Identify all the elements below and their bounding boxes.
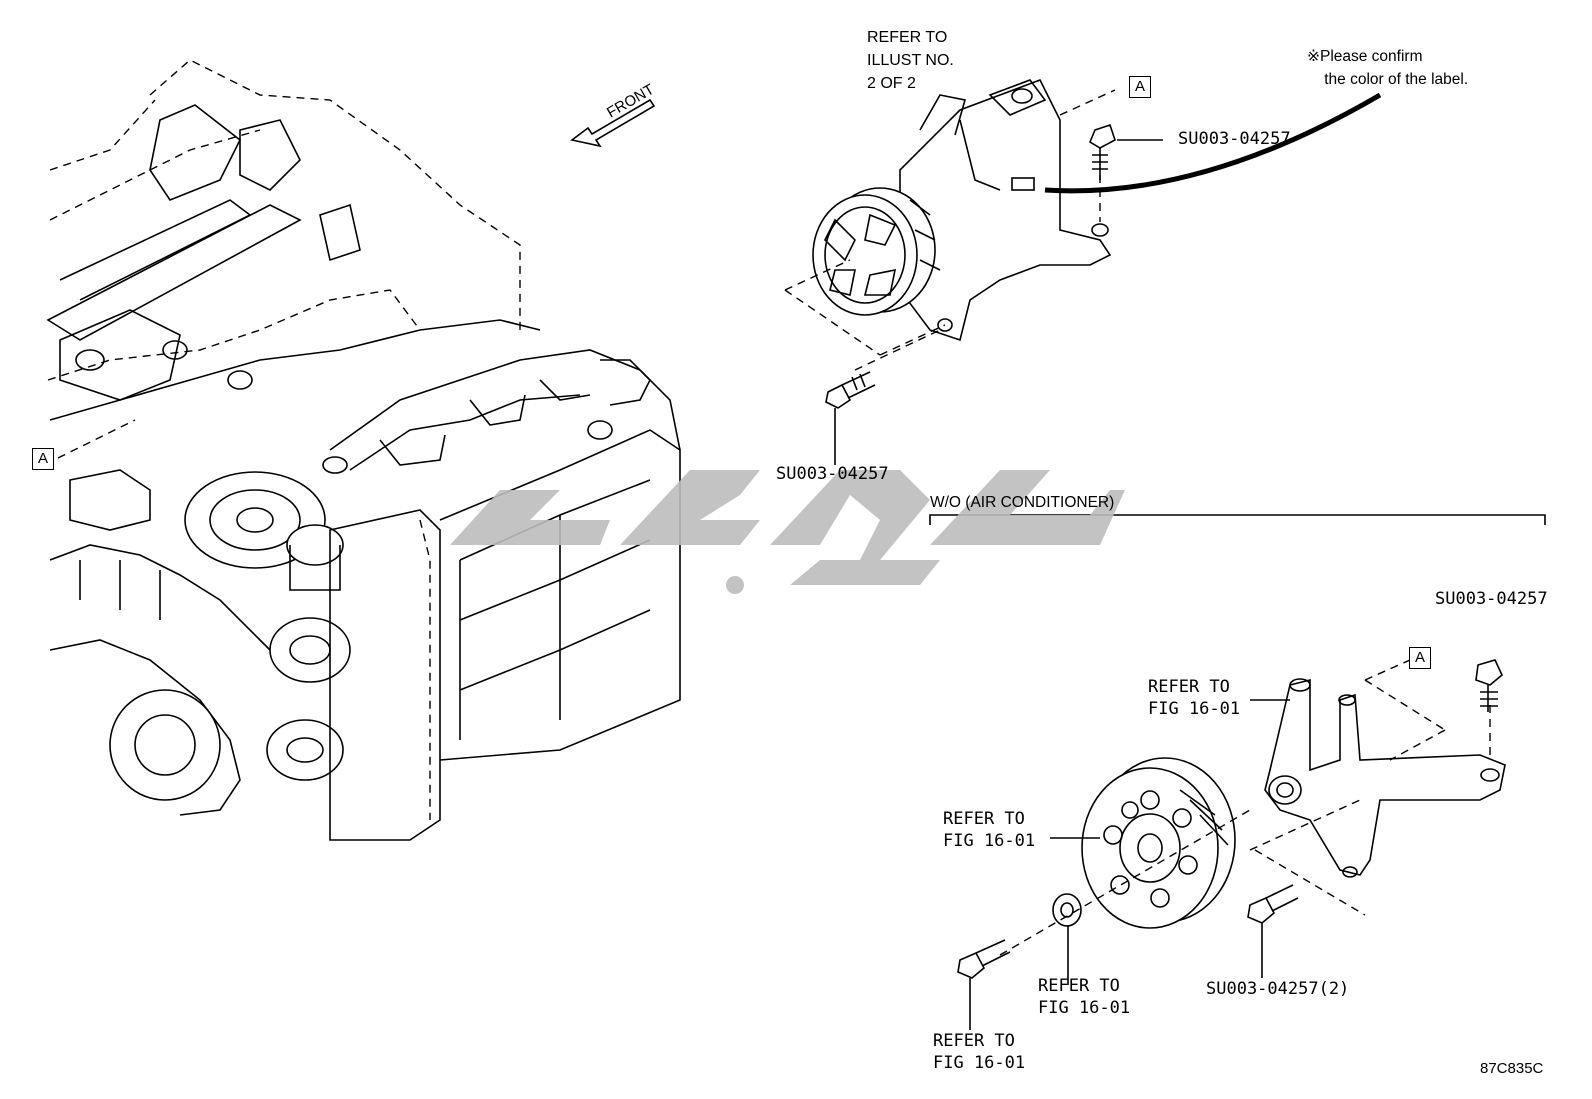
part-number-compressor-upper: SU003-04257 xyxy=(1178,129,1291,149)
ac-compressor-drawing xyxy=(784,78,1382,465)
callout-a-compressor: A xyxy=(1129,76,1151,98)
part-number-bracket-bolt: SU003-04257 xyxy=(1435,589,1548,609)
refer-fig-pulley-bolt: REFER TO FIG 16-01 xyxy=(933,1031,1026,1073)
refer-fig-bracket: REFER TO FIG 16-01 xyxy=(1148,677,1241,719)
part-number-bracket-qty2: SU003-04257(2) xyxy=(1206,979,1350,999)
idler-bracket-drawing xyxy=(929,514,1546,1030)
label-color-note: ※Please confirm the color of the label. xyxy=(1307,48,1469,88)
callout-a-bracket: A xyxy=(1409,647,1431,669)
part-number-compressor-lower: SU003-04257 xyxy=(776,464,889,484)
front-arrow-icon xyxy=(570,98,656,148)
refer-fig-washer: REFER TO FIG 16-01 xyxy=(1038,976,1131,1018)
refer-illust-label: REFER TO ILLUST NO. 2 OF 2 xyxy=(867,29,954,92)
illustration-code: 87C835C xyxy=(1480,1060,1544,1077)
callout-a-left: A xyxy=(32,448,54,470)
refer-fig-pulley: REFER TO FIG 16-01 xyxy=(943,809,1036,851)
engine-block-drawing xyxy=(46,59,681,841)
section-title: W/O (AIR CONDITIONER) xyxy=(930,494,1115,511)
